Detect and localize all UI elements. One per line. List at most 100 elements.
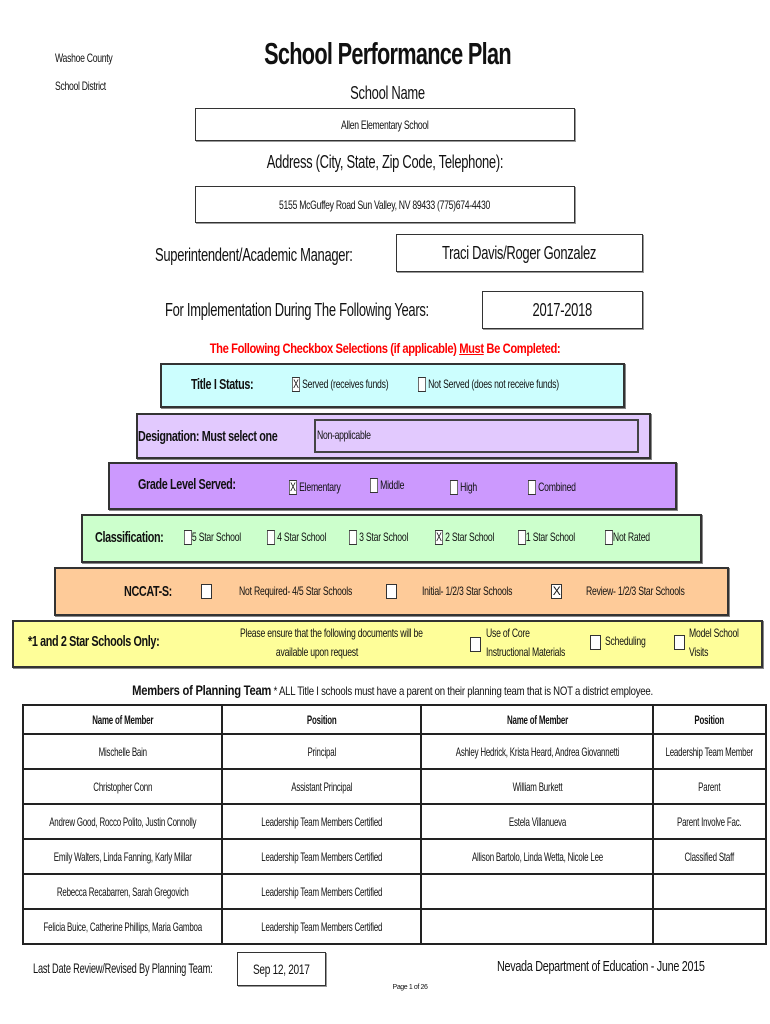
member-position[interactable]: Leadership Team Members Certified (221, 908, 422, 945)
option-label: Served (receives funds) (302, 377, 389, 391)
checkbox[interactable]: X (289, 480, 297, 496)
member-name[interactable]: Andrew Good, Rocco Polito, Justin Connol… (22, 803, 223, 840)
cell-text: Parent (698, 779, 721, 794)
member-name[interactable]: Estela Villanueva (420, 803, 654, 840)
member-position[interactable]: Parent (652, 768, 767, 805)
nccat-initial-checkbox[interactable] (386, 584, 397, 599)
table-row: Emily Walters, Linda Fanning, Karly Mill… (22, 838, 422, 875)
school-name-value: Allen Elementary School (341, 117, 429, 132)
title1-not-served[interactable]: Not Served (does not receive funds) (418, 377, 559, 393)
grade-elementary[interactable]: X Elementary (289, 480, 341, 496)
member-name[interactable]: William Burkett (420, 768, 654, 805)
member-name[interactable]: Mischelle Bain (22, 733, 223, 770)
label-line: Instructional Materials (486, 645, 566, 659)
member-name[interactable]: Christopher Conn (22, 768, 223, 805)
member-name[interactable]: Ashley Hedrick, Krista Heard, Andrea Gio… (420, 733, 654, 770)
table-row (420, 873, 767, 910)
table-row: William Burkett Parent (420, 768, 767, 805)
designation-field[interactable]: Non-applicable (314, 419, 639, 453)
member-position[interactable]: Parent Involve Fac. (652, 803, 767, 840)
classification-label: Classification: (95, 529, 164, 546)
core-materials-checkbox[interactable] (470, 637, 481, 652)
grade-label: Grade Level Served: (138, 476, 236, 493)
member-name[interactable] (420, 908, 654, 945)
member-name[interactable]: Rebecca Recabarren, Sarah Gregovich (22, 873, 223, 910)
grade-high[interactable]: High (450, 480, 477, 496)
cell-text: Emily Walters, Linda Fanning, Karly Mill… (53, 849, 192, 864)
address-value: 5155 McGuffey Road Sun Valley, NV 89433 … (279, 197, 491, 212)
checkbox[interactable] (370, 478, 378, 494)
header-text: Position (306, 712, 337, 727)
org-line1: Washoe County (55, 51, 113, 65)
checkbox[interactable] (518, 530, 526, 546)
review-date-field[interactable]: Sep 12, 2017 (237, 952, 326, 986)
note-line: Please ensure that the following documen… (239, 626, 423, 640)
page-number: Page 1 of 26 (392, 984, 428, 991)
checkbox[interactable] (267, 530, 275, 546)
title1-label: Title I Status: (191, 376, 254, 393)
class-not-rated[interactable]: Not Rated (605, 530, 650, 546)
cell-text: Estela Villanueva (508, 814, 566, 829)
checkbox[interactable] (184, 530, 192, 546)
checkbox[interactable]: X (292, 377, 300, 393)
table-row: Mischelle Bain Principal (22, 733, 422, 770)
cell-text: Christopher Conn (93, 779, 152, 794)
school-name-label: School Name (350, 83, 425, 103)
member-position[interactable]: Assistant Principal (221, 768, 422, 805)
cell-text: Principal (307, 744, 336, 759)
option-label: Combined (538, 480, 576, 494)
member-position[interactable]: Principal (221, 733, 422, 770)
member-name[interactable]: Allison Bartolo, Linda Wetta, Nicole Lee (420, 838, 654, 875)
member-position[interactable]: Classified Staff (652, 838, 767, 875)
cell-text: Ashley Hedrick, Krista Heard, Andrea Gio… (455, 744, 619, 759)
member-position[interactable]: Leadership Team Members Certified (221, 838, 422, 875)
title1-section: Title I Status: X Served (receives funds… (160, 363, 625, 408)
checkbox[interactable] (349, 530, 357, 546)
checkbox[interactable] (605, 530, 613, 546)
cell-text: William Burkett (512, 779, 562, 794)
class-2-star[interactable]: X 2 Star School (435, 530, 494, 546)
review-label: Last Date Review/Revised By Planning Tea… (33, 960, 213, 976)
class-1-star[interactable]: 1 Star School (518, 530, 575, 546)
model-visits-checkbox[interactable] (674, 635, 685, 650)
option-label: Middle (380, 478, 405, 492)
page-title: School Performance Plan (264, 36, 511, 71)
member-name[interactable]: Emily Walters, Linda Fanning, Karly Mill… (22, 838, 223, 875)
nccat-initial-label: Initial- 1/2/3 Star Schools (422, 584, 513, 598)
title1-served[interactable]: X Served (receives funds) (292, 377, 389, 393)
class-5-star[interactable]: 5 Star School (184, 530, 241, 546)
star12-section: *1 and 2 Star Schools Only: Please ensur… (12, 620, 763, 668)
note-line: available upon request (275, 645, 359, 659)
table-row (420, 908, 767, 945)
member-position[interactable] (652, 908, 767, 945)
address-field[interactable]: 5155 McGuffey Road Sun Valley, NV 89433 … (195, 186, 575, 223)
member-position[interactable]: Leadership Team Members Certified (221, 873, 422, 910)
nccat-not-required-checkbox[interactable] (201, 584, 212, 599)
designation-label: Designation: Must select one (138, 428, 278, 445)
designation-value: Non-applicable (317, 428, 371, 442)
member-name[interactable]: Felicia Buice, Catherine Phillips, Maria… (22, 908, 223, 945)
class-4-star[interactable]: 4 Star School (267, 530, 326, 546)
school-name-field[interactable]: Allen Elementary School (195, 108, 575, 141)
nccat-review-checkbox[interactable]: X (551, 584, 562, 599)
cell-text: Parent Involve Fac. (677, 814, 742, 829)
checkbox[interactable] (528, 480, 536, 496)
checkbox[interactable] (450, 480, 458, 496)
grade-middle[interactable]: Middle (370, 478, 405, 494)
scheduling-checkbox[interactable] (590, 635, 601, 650)
class-3-star[interactable]: 3 Star School (349, 530, 408, 546)
member-position[interactable]: Leadership Team Members Certified (221, 803, 422, 840)
years-field[interactable]: 2017-2018 (482, 291, 643, 329)
checkbox[interactable]: X (435, 530, 443, 546)
team-heading-title: Members of Planning Team (132, 682, 272, 698)
member-position[interactable] (652, 873, 767, 910)
table-row: Estela Villanueva Parent Involve Fac. (420, 803, 767, 840)
grade-combined[interactable]: Combined (528, 480, 576, 496)
instruction-must: Must (459, 340, 484, 356)
checkbox[interactable] (418, 377, 426, 393)
superintendent-field[interactable]: Traci Davis/Roger Gonzalez (396, 234, 643, 272)
member-name[interactable] (420, 873, 654, 910)
member-position[interactable]: Leadership Team Member (652, 733, 767, 770)
designation-section: Designation: Must select one Non-applica… (136, 413, 651, 459)
